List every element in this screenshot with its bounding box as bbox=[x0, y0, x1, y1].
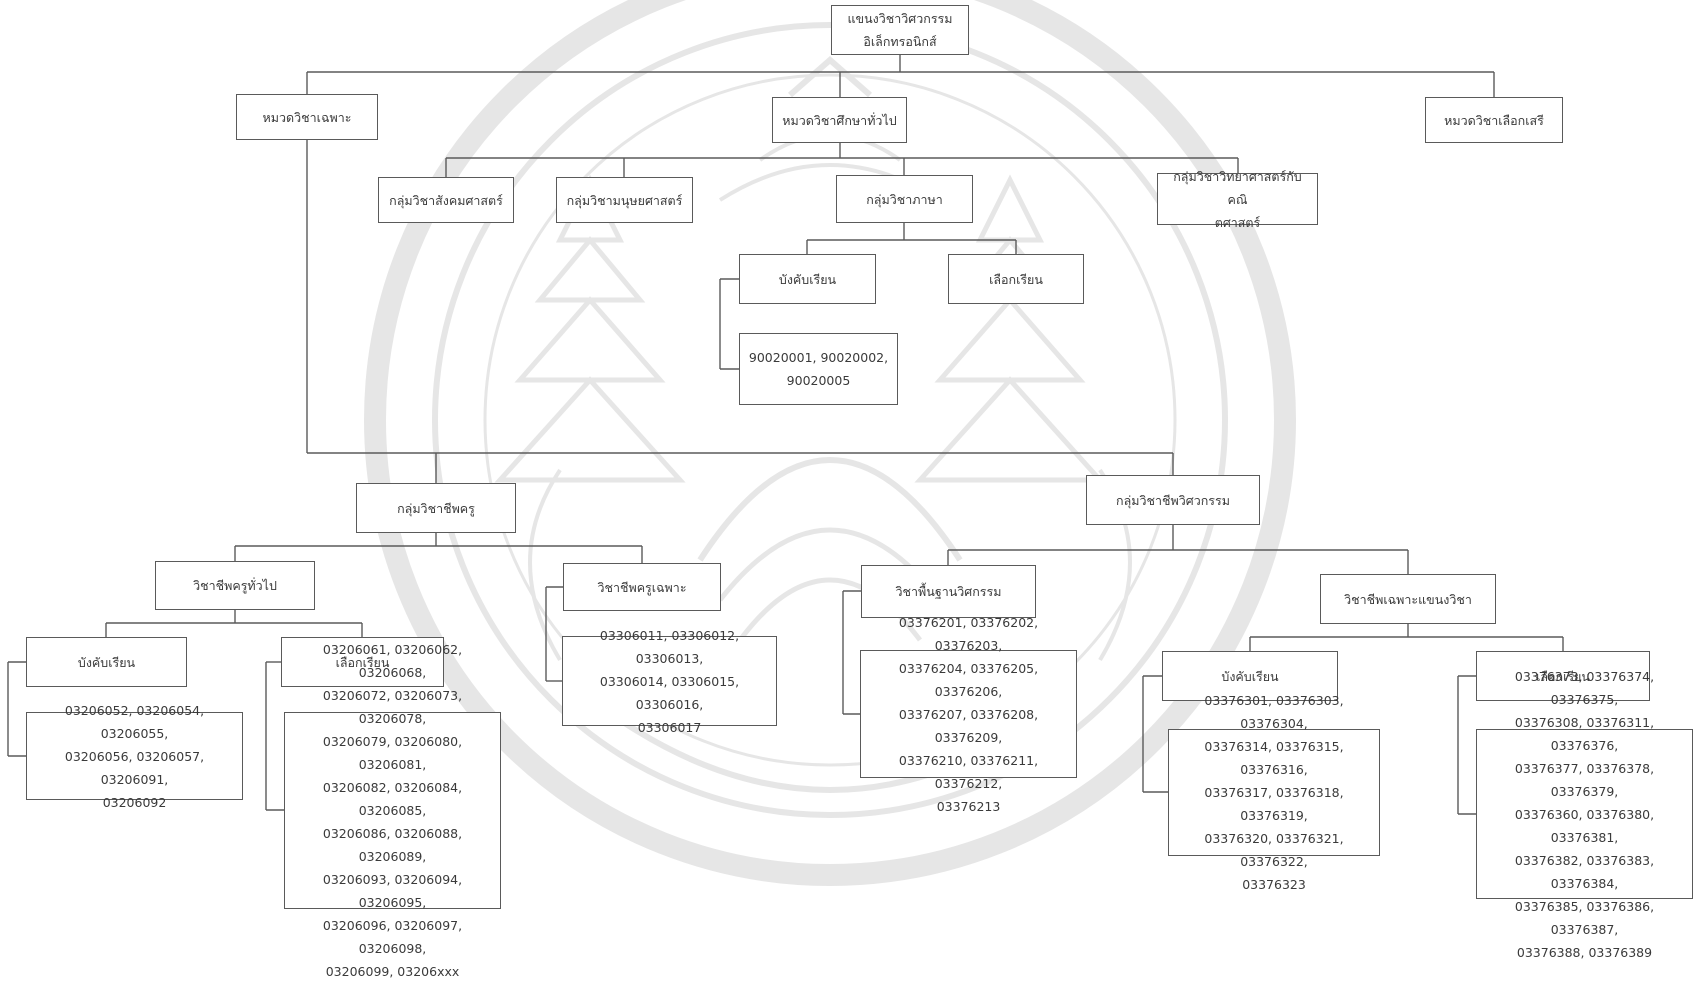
node-em-elective-codes: 03376373, 03376374, 03376375, 03376308, … bbox=[1476, 669, 1693, 960]
node-cat-specific: หมวดวิชาเฉพาะ bbox=[236, 94, 378, 140]
node-grp-engineer: กลุ่มวิชาชีพวิศวกรรม bbox=[1086, 475, 1260, 525]
node-em-elective: เลือกเรียน bbox=[1476, 651, 1650, 701]
node-tg-elective: เลือกเรียน bbox=[281, 637, 444, 687]
node-em-required: บังคับเรียน bbox=[1162, 651, 1338, 701]
chart-canvas: แขนงวิชาวิศวกรรม อิเล็กทรอนิกส์ หมวดวิชา… bbox=[7, 0, 1693, 979]
connector-lines bbox=[7, 55, 1564, 815]
node-cat-free: หมวดวิชาเลือกเสรี bbox=[1425, 97, 1563, 143]
node-lang-required: บังคับเรียน bbox=[739, 254, 876, 304]
node-cat-general: หมวดวิชาศึกษาทั่วไป bbox=[772, 97, 907, 143]
node-tg-elective-codes: 03206061, 03206062, 03206068, 03206072, … bbox=[284, 642, 501, 979]
node-ts-codes: 03306011, 03306012, 03306013, 03306014, … bbox=[562, 628, 777, 735]
node-grp-science: กลุ่มวิชาวิทยาศาสตร์กับคณิ ตศาสตร์ bbox=[1157, 169, 1318, 230]
node-tg-required: บังคับเรียน bbox=[26, 637, 187, 687]
node-em-required-codes: 03376301, 03376303, 03376304, 03376314, … bbox=[1168, 693, 1380, 892]
node-lang-required-codes: 90020001, 90020002, 90020005 bbox=[739, 333, 898, 405]
node-eng-basic: วิชาพื้นฐานวิศกรรม bbox=[861, 565, 1036, 618]
node-grp-humanities: กลุ่มวิชามนุษยศาสตร์ bbox=[556, 177, 693, 223]
node-root: แขนงวิชาวิศวกรรม อิเล็กทรอนิกส์ bbox=[831, 5, 969, 55]
node-grp-teacher: กลุ่มวิชาชีพครู bbox=[356, 483, 516, 533]
node-teach-general: วิชาชีพครูทั่วไป bbox=[155, 561, 315, 610]
node-grp-social: กลุ่มวิชาสังคมศาสตร์ bbox=[378, 177, 514, 223]
node-teach-specific: วิชาชีพครูเฉพาะ bbox=[563, 563, 721, 611]
node-lang-elective: เลือกเรียน bbox=[948, 254, 1084, 304]
node-grp-language: กลุ่มวิชาภาษา bbox=[836, 175, 973, 223]
node-eng-major: วิชาชีพเฉพาะแขนงวิชา bbox=[1320, 574, 1496, 624]
node-eb-codes: 03376201, 03376202, 03376203, 03376204, … bbox=[860, 615, 1077, 814]
node-tg-required-codes: 03206052, 03206054, 03206055, 03206056, … bbox=[26, 703, 243, 810]
